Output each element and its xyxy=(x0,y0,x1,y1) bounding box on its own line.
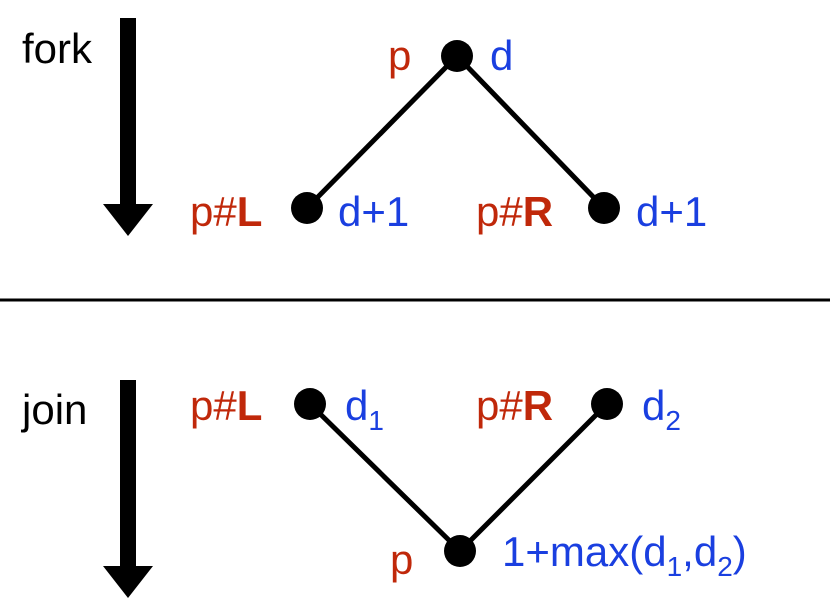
join-right-depth: d2 xyxy=(642,382,681,436)
fork-left-depth: d+1 xyxy=(338,188,409,235)
join-label: join xyxy=(20,386,87,433)
fork-right-depth: d+1 xyxy=(636,188,707,235)
fork-right-path: p#R xyxy=(476,188,553,235)
join-edge-right xyxy=(458,402,609,553)
join-result-path: p xyxy=(390,536,413,583)
fork-edge-left xyxy=(305,54,459,210)
fork-left-path: p#L xyxy=(190,188,262,235)
join-left-node xyxy=(294,388,326,420)
join-right-path: p#R xyxy=(476,382,553,429)
fork-left-node xyxy=(291,192,323,224)
fork-top-path: p xyxy=(388,32,411,79)
fork-edge-right xyxy=(455,54,606,210)
fork-label: fork xyxy=(22,25,93,72)
join-result-node xyxy=(444,535,476,567)
join-down-arrow-icon xyxy=(103,380,153,598)
fork-top-depth: d xyxy=(490,32,513,79)
join-left-depth: d1 xyxy=(345,382,384,436)
join-result-depth: 1+max(d1,d2) xyxy=(502,528,747,582)
fork-parent-node xyxy=(441,40,473,72)
fork-right-node xyxy=(588,192,620,224)
fork-down-arrow-icon xyxy=(103,18,153,236)
join-left-path: p#L xyxy=(190,382,262,429)
join-edge-left xyxy=(308,402,462,553)
join-right-node xyxy=(591,388,623,420)
